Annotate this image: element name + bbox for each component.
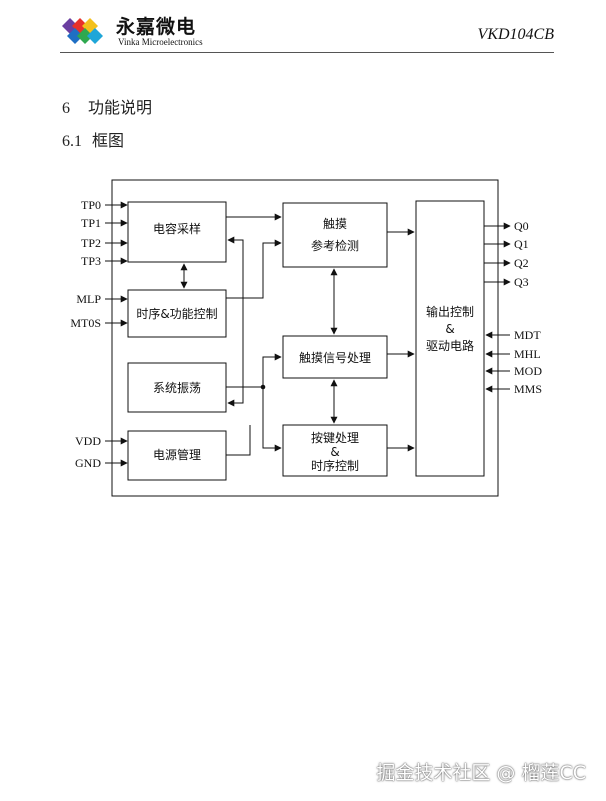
section-heading: 6 功能说明: [62, 94, 152, 118]
label-out-1: 输出控制: [426, 304, 474, 319]
subsection-heading: 6.1 框图: [62, 127, 124, 151]
input-pin-label: GND: [75, 456, 101, 470]
control-pin-label: MOD: [514, 364, 542, 378]
logo-diamonds-icon: [62, 18, 103, 44]
output-pin-label: Q0: [514, 219, 529, 233]
chip-boundary: [111, 179, 499, 497]
watermark: 掘金技术社区 @ 榴莲CC: [376, 762, 586, 784]
label-touch-proc: 触摸信号处理: [299, 351, 371, 365]
input-pin-label: TP2: [81, 236, 101, 250]
document-id: VKD104CB: [477, 26, 554, 43]
subsection-number: 6.1: [62, 133, 82, 150]
output-pin-label: Q2: [514, 256, 529, 270]
company-name-en: Vinka Microelectronics: [118, 37, 203, 47]
timing-to-ref-line: [226, 239, 282, 299]
label-cap-sample: 电容采样: [153, 221, 201, 236]
block-touch-ref: [282, 202, 388, 268]
input-pin-label: TP1: [81, 216, 101, 230]
output-pin-label: Q3: [514, 275, 529, 289]
block-touch-proc: [282, 335, 388, 379]
control-pin-label: MMS: [514, 382, 542, 396]
junction-dot: [260, 384, 266, 390]
section-title: 功能说明: [88, 98, 153, 117]
label-touch-ref-1: 触摸: [323, 217, 347, 231]
label-osc: 系统振荡: [153, 381, 201, 395]
output-pin-label: Q1: [514, 237, 529, 251]
control-pin-label: MDT: [514, 328, 541, 342]
control-pin-label: MHL: [514, 347, 541, 361]
input-pin-label: MT0S: [70, 316, 101, 330]
label-key-2: &: [330, 445, 339, 459]
subsection-title: 框图: [92, 131, 125, 150]
header-rule: [60, 52, 554, 53]
label-key-3: 时序控制: [311, 458, 359, 473]
label-power: 电源管理: [153, 447, 201, 462]
label-touch-ref-2: 参考检测: [311, 238, 359, 253]
osc-feedback-line: [227, 236, 244, 407]
company-logo: 永嘉微电 Vinka Microelectronics: [60, 12, 230, 52]
block-key: [282, 424, 388, 477]
input-pin-label: TP0: [81, 198, 101, 212]
block-cap-sample: [127, 201, 227, 263]
input-pin-label: TP3: [81, 254, 101, 268]
block-timing-func: [127, 289, 227, 338]
power-line: [226, 425, 251, 456]
osc-to-proc-line: [262, 353, 282, 387]
input-pin-label: MLP: [76, 292, 101, 306]
label-timing-func: 时序&功能控制: [136, 306, 217, 321]
block-output: [415, 200, 485, 477]
label-out-2: &: [445, 322, 454, 336]
company-name-cn: 永嘉微电: [116, 16, 197, 38]
label-out-3: 驱动电路: [426, 338, 474, 353]
connections: [180, 213, 415, 456]
section-number: 6: [62, 100, 70, 117]
page-header: 永嘉微电 Vinka Microelectronics VKD104CB: [0, 0, 606, 60]
input-pin-label: VDD: [75, 434, 101, 448]
osc-to-key-line: [262, 387, 282, 452]
label-key-1: 按键处理: [311, 431, 359, 445]
